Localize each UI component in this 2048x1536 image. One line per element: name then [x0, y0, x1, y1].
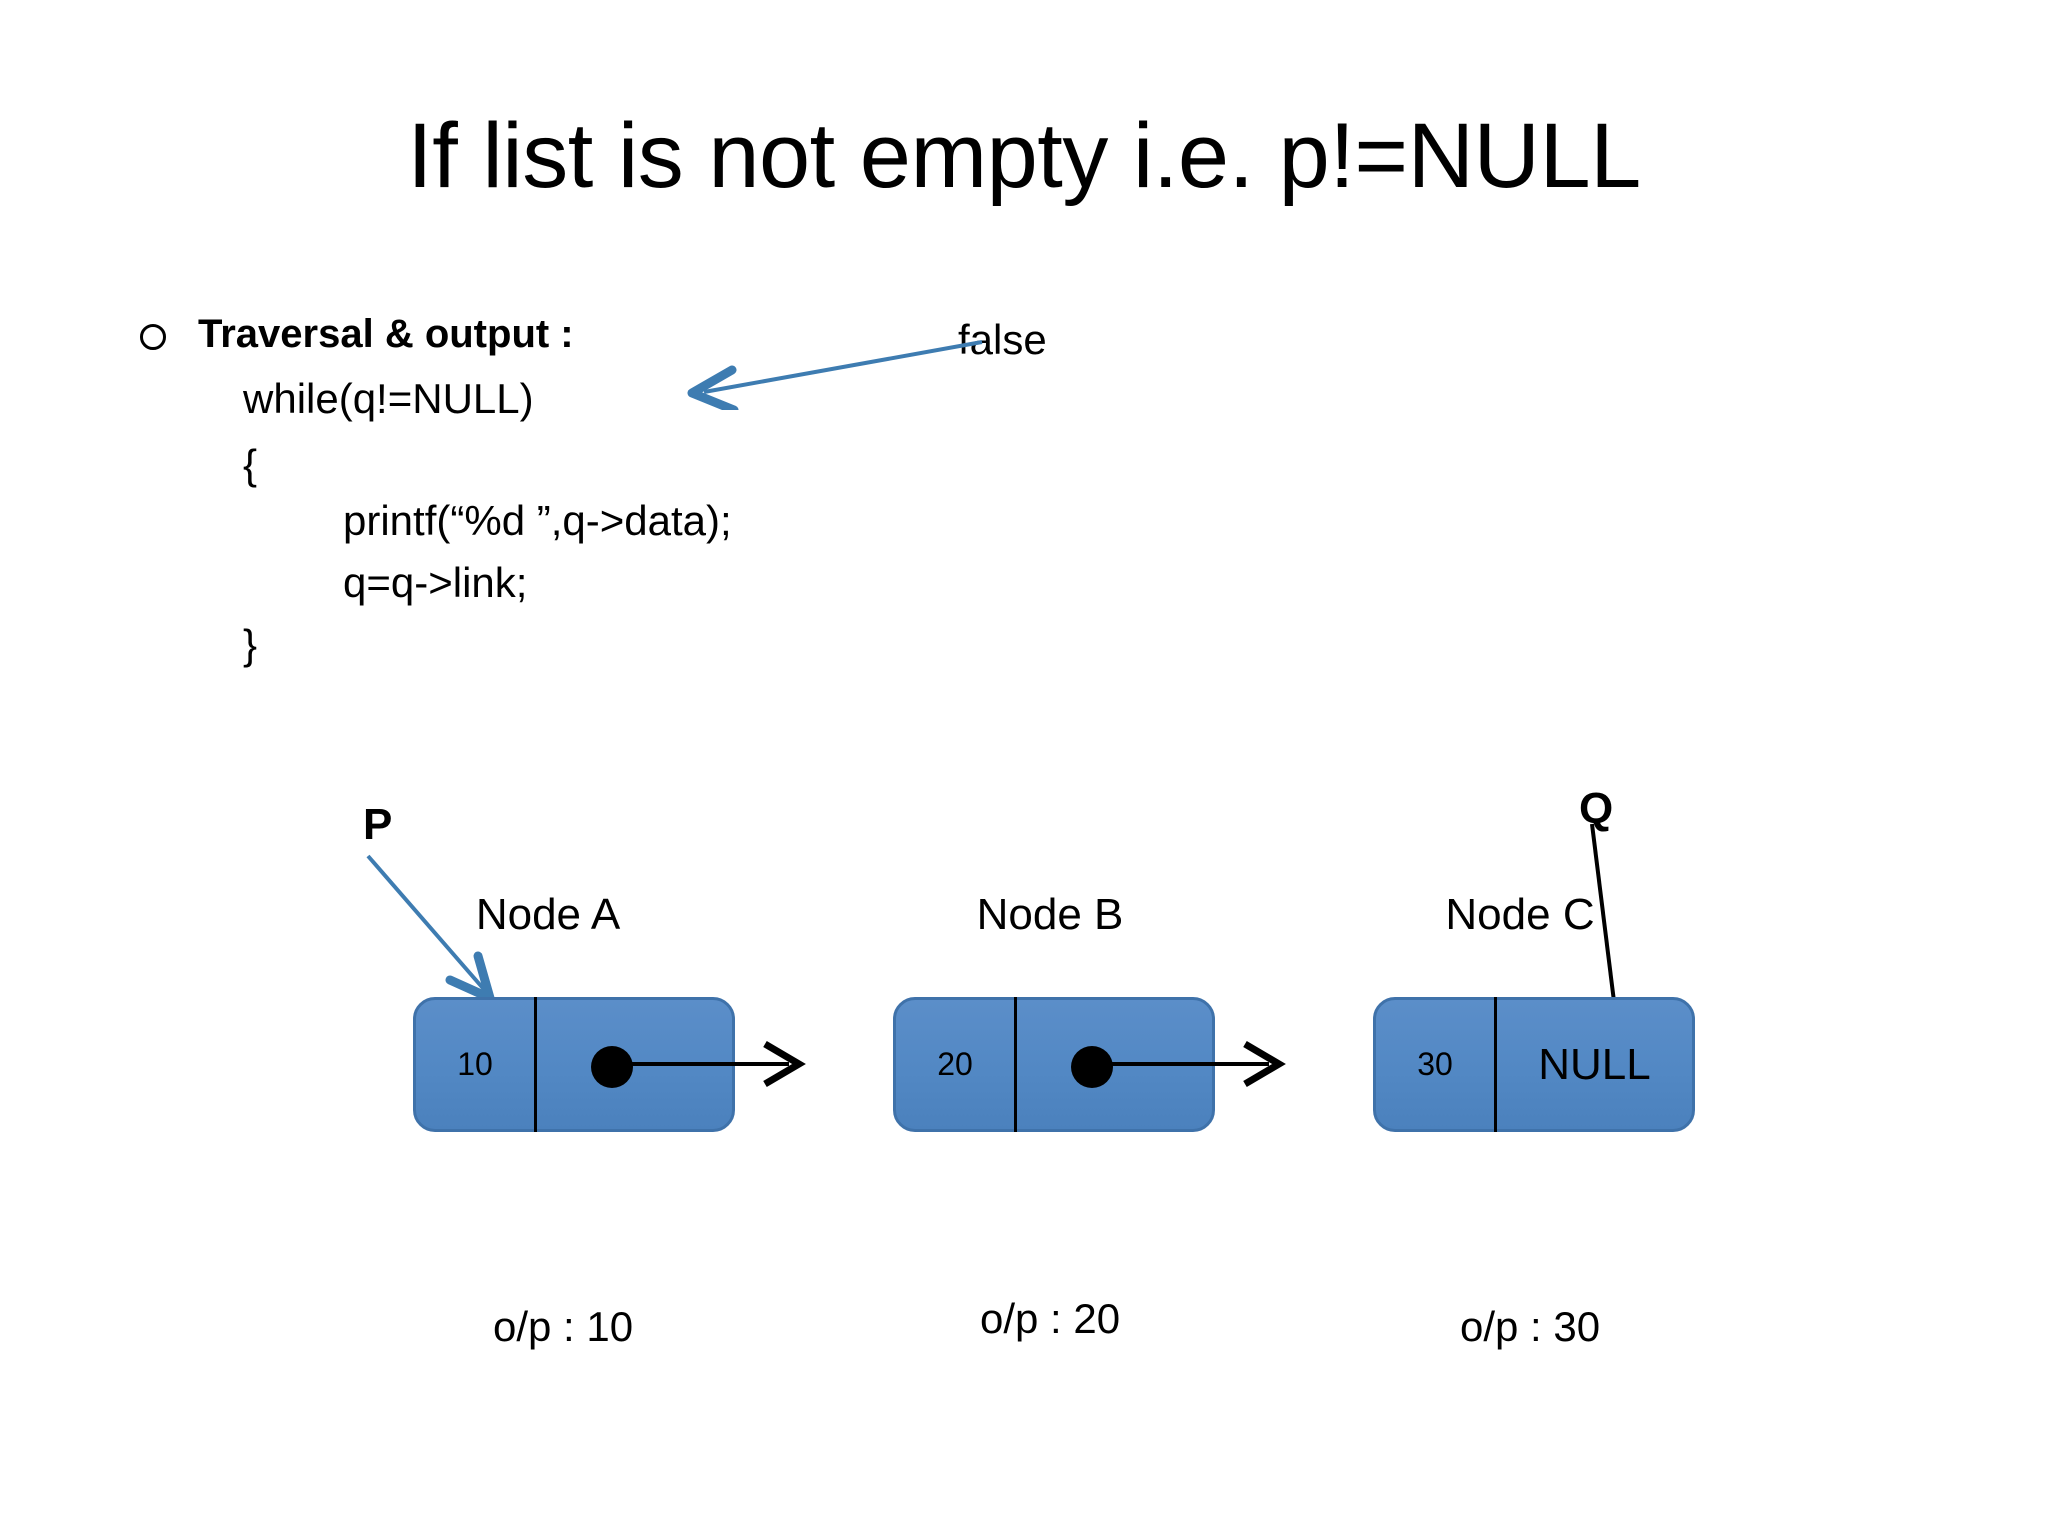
- node-link-dot-a: [591, 1046, 633, 1088]
- false-annotation-arrow-icon: [687, 340, 983, 410]
- node-value-b: 20: [937, 1046, 973, 1082]
- node-label-a: Node A: [475, 890, 621, 939]
- node-divider-c: [1494, 997, 1497, 1132]
- node-divider-a: [534, 997, 537, 1132]
- code-line-printf: printf(“%d ”,q->data);: [343, 497, 732, 544]
- output-label-a: o/p : 10: [493, 1303, 634, 1350]
- code-line-open-brace: {: [243, 441, 258, 488]
- bullet-label: Traversal & output :: [198, 312, 574, 356]
- node-box-c: 30 NULL: [1373, 997, 1695, 1132]
- page-title: If list is not empty i.e. p!=NULL: [407, 105, 1641, 207]
- node-link-dot-b: [1071, 1046, 1113, 1088]
- pointer-label-p: P: [363, 800, 393, 849]
- pointer-label-q: Q: [1579, 784, 1614, 833]
- false-annotation-label: false: [958, 316, 1047, 363]
- node-divider-b: [1014, 997, 1017, 1132]
- code-line-close-brace: }: [243, 621, 258, 668]
- node-label-c: Node C: [1445, 890, 1595, 939]
- code-line-assign: q=q->link;: [343, 559, 528, 606]
- node-value-a: 10: [457, 1046, 493, 1082]
- output-label-b: o/p : 20: [980, 1295, 1121, 1342]
- link-arrow-b-to-c: [1093, 1040, 1286, 1088]
- bullet-item: Traversal & output :: [140, 312, 574, 357]
- node-value-c: 30: [1417, 1046, 1453, 1082]
- hollow-circle-bullet-icon: [140, 324, 166, 350]
- link-arrow-a-to-b: [613, 1040, 806, 1088]
- node-link-null-c: NULL: [1538, 1039, 1651, 1089]
- code-line-while: while(q!=NULL): [243, 375, 534, 422]
- node-label-b: Node B: [976, 890, 1124, 939]
- output-label-c: o/p : 30: [1460, 1303, 1601, 1350]
